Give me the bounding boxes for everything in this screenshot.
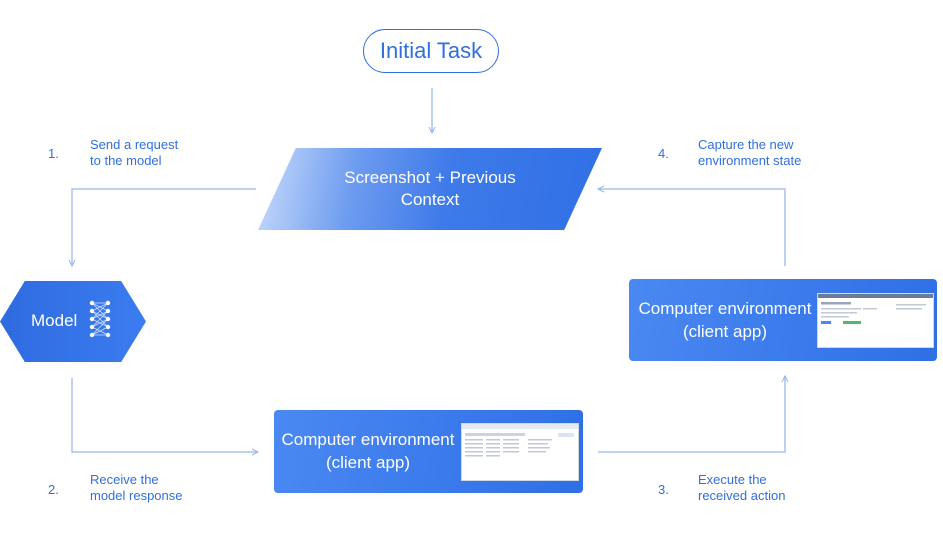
step-4-number: 4.	[658, 146, 669, 161]
model-node	[0, 281, 146, 362]
arrow-context-to-model	[72, 188, 256, 266]
computer-environment-right: Computer environment (client app)	[629, 279, 937, 361]
computer-environment-bottom: Computer environment (client app)	[274, 410, 583, 493]
app-screenshot-thumbnail	[461, 423, 579, 481]
step-3-text: Execute the received action	[698, 472, 786, 503]
model-label: Model	[31, 311, 78, 330]
context-node: Screenshot + Previous Context	[258, 148, 602, 230]
step-2-number: 2.	[48, 482, 59, 497]
arrow-model-to-env	[71, 378, 258, 452]
context-shape	[258, 148, 602, 230]
env-right-label: Computer environment (client app)	[638, 299, 812, 341]
initial-task-node: Initial Task	[363, 29, 499, 73]
app-screenshot-thumbnail	[817, 293, 934, 348]
step-3-number: 3.	[658, 482, 669, 497]
neural-network-icon	[89, 300, 111, 338]
step-2-text: Receive the model response	[90, 472, 183, 503]
arrow-env-to-env	[598, 376, 785, 453]
initial-task-label: Initial Task	[379, 38, 483, 63]
context-label: Screenshot + Previous Context	[344, 168, 516, 209]
step-1-text: Send a request to the model	[90, 137, 179, 168]
env-bottom-label: Computer environment (client app)	[281, 430, 455, 472]
arrow-env-to-context	[598, 189, 786, 266]
step-4-text: Capture the new environment state	[698, 137, 802, 168]
step-1-number: 1.	[48, 146, 59, 161]
